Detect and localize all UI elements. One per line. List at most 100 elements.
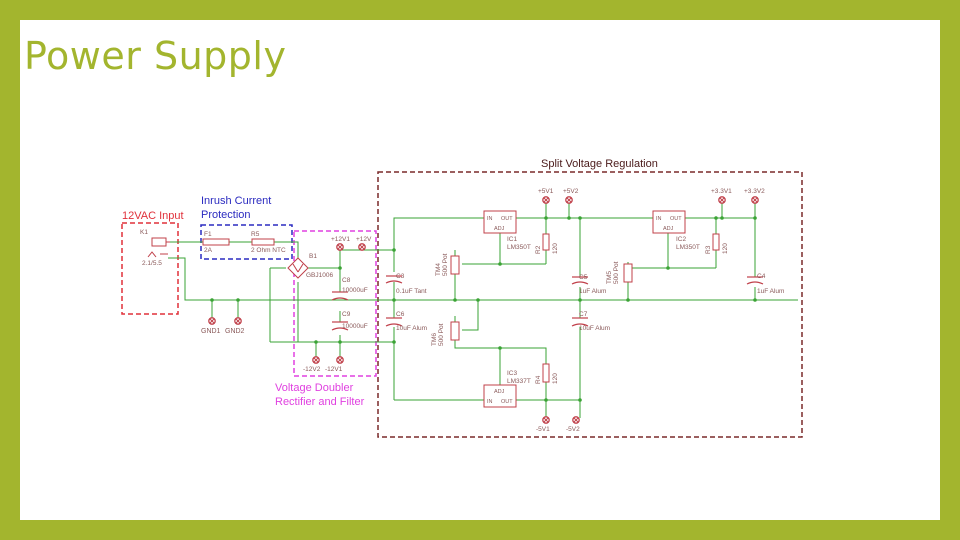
pot-tm4 bbox=[450, 255, 460, 275]
net-m12v1: -12V1 bbox=[325, 366, 343, 373]
r5-value: 2 Ohm NTC bbox=[251, 247, 286, 254]
capacitor-c6 bbox=[385, 317, 403, 327]
capacitor-c8 bbox=[331, 291, 349, 301]
capacitor-c4 bbox=[746, 276, 764, 285]
terminal-m12v2 bbox=[312, 356, 320, 364]
net-m12v2: -12V2 bbox=[303, 366, 321, 373]
ic1-pin-adj: ADJ bbox=[494, 226, 505, 232]
ic2-value: LM350T bbox=[676, 244, 700, 251]
terminal-p5v2 bbox=[565, 196, 573, 204]
junctions bbox=[210, 216, 757, 402]
c9-label: C9 bbox=[342, 311, 351, 318]
c4-label: C4 bbox=[757, 273, 766, 280]
regulator-ic1: IN OUT ADJ bbox=[483, 210, 517, 234]
connector-k1 bbox=[147, 237, 170, 258]
tm5-value: 500 Pot bbox=[613, 261, 620, 284]
capacitor-c9 bbox=[331, 321, 349, 331]
resistor-r4 bbox=[542, 363, 550, 383]
ic3-pin-in: IN bbox=[487, 399, 493, 405]
doubler-block-label-2: Rectifier and Filter bbox=[275, 396, 365, 408]
net-m5v1: -5V1 bbox=[536, 426, 550, 433]
r2-value: 120 bbox=[552, 243, 559, 254]
inrush-block-label-1: Inrush Current bbox=[201, 195, 271, 207]
c8-value: 10000uF bbox=[342, 287, 368, 294]
input-block bbox=[121, 222, 179, 315]
r2-label: R2 bbox=[535, 245, 542, 254]
resistor-r3 bbox=[712, 233, 720, 251]
ic3-value: LM337T bbox=[507, 378, 531, 385]
k1-label: K1 bbox=[140, 229, 148, 236]
bridge-b1 bbox=[287, 257, 309, 279]
capacitor-c7 bbox=[571, 317, 589, 327]
terminal-p12v bbox=[358, 243, 366, 251]
ic1-pin-in: IN bbox=[487, 216, 493, 222]
tm6-label-group: TM6 500 Pot bbox=[431, 323, 445, 346]
k1-value: 2.1/5.5 bbox=[142, 260, 162, 267]
net-p33v2: +3.3V2 bbox=[744, 188, 765, 195]
c7-label: C7 bbox=[579, 311, 588, 318]
regulator-ic3: ADJ IN OUT bbox=[483, 384, 517, 408]
doubler-block bbox=[293, 230, 377, 377]
net-p12v: +12V bbox=[356, 236, 372, 243]
b1-label: B1 bbox=[309, 253, 317, 260]
r3-value: 120 bbox=[722, 243, 729, 254]
terminal-m5v2 bbox=[572, 416, 580, 424]
c9-value: 10000uF bbox=[342, 323, 368, 330]
regulation-block-label: Split Voltage Regulation bbox=[541, 158, 658, 170]
r5-label: R5 bbox=[251, 231, 260, 238]
net-p12v1: +12V1 bbox=[331, 236, 350, 243]
f1-label: F1 bbox=[204, 231, 212, 238]
r2-label-group: R2 bbox=[535, 245, 542, 254]
input-block-label: 12VAC Input bbox=[122, 210, 184, 222]
r3-label-group: R3 bbox=[705, 245, 712, 254]
r4-value-group: 120 bbox=[552, 373, 559, 384]
c7-value: 10uF Alum bbox=[579, 325, 610, 332]
net-p5v1: +5V1 bbox=[538, 188, 554, 195]
terminal-p12v1 bbox=[336, 243, 344, 251]
capacitor-c5 bbox=[571, 276, 589, 285]
c5-label: C5 bbox=[579, 274, 588, 281]
ic1-pin-out: OUT bbox=[501, 216, 513, 222]
tm4-label: TM4 bbox=[435, 263, 442, 276]
ntc-r5 bbox=[251, 238, 275, 246]
c8-label: C8 bbox=[342, 277, 351, 284]
ic2-pin-in: IN bbox=[656, 216, 662, 222]
r2-value-group: 120 bbox=[552, 243, 559, 254]
tm6-label: TM6 bbox=[431, 333, 438, 346]
net-gnd1: GND1 bbox=[201, 328, 221, 335]
tm4-label-group: TM4 500 Pot bbox=[435, 253, 449, 276]
terminal-p33v1 bbox=[718, 196, 726, 204]
tm6-value: 500 Pot bbox=[438, 323, 445, 346]
ic2-pin-adj: ADJ bbox=[663, 226, 674, 232]
pot-tm6 bbox=[450, 321, 460, 341]
tm5-label: TM5 bbox=[606, 271, 613, 284]
r3-value-group: 120 bbox=[722, 243, 729, 254]
inrush-block-label-2: Protection bbox=[201, 209, 251, 221]
r4-label: R4 bbox=[535, 375, 542, 384]
net-p5v2: +5V2 bbox=[563, 188, 579, 195]
tm5-label-group: TM5 500 Pot bbox=[606, 261, 620, 284]
terminal-p33v2 bbox=[751, 196, 759, 204]
c5-value: 1uF Alum bbox=[579, 288, 606, 295]
regulation-block bbox=[377, 171, 803, 438]
net-gnd2: GND2 bbox=[225, 328, 245, 335]
c4-value: 1uF Alum bbox=[757, 288, 784, 295]
ic2-label: IC2 bbox=[676, 236, 687, 243]
terminal-gnd2 bbox=[234, 317, 242, 325]
f1-value: 2A bbox=[204, 247, 213, 254]
net-p33v1: +3.3V1 bbox=[711, 188, 732, 195]
terminal-p5v1 bbox=[542, 196, 550, 204]
b1-value: GBJ1006 bbox=[306, 272, 333, 279]
ic3-label: IC3 bbox=[507, 370, 518, 377]
r4-value: 120 bbox=[552, 373, 559, 384]
terminal-gnd1 bbox=[208, 317, 216, 325]
net-m5v2: -5V2 bbox=[566, 426, 580, 433]
ic1-label: IC1 bbox=[507, 236, 518, 243]
terminal-m5v1 bbox=[542, 416, 550, 424]
c3-value: 0.1uF Tant bbox=[396, 288, 427, 295]
slide-title: Power Supply bbox=[24, 34, 287, 78]
wires bbox=[168, 202, 798, 418]
terminal-m12v1 bbox=[336, 356, 344, 364]
resistor-r2 bbox=[542, 233, 550, 251]
